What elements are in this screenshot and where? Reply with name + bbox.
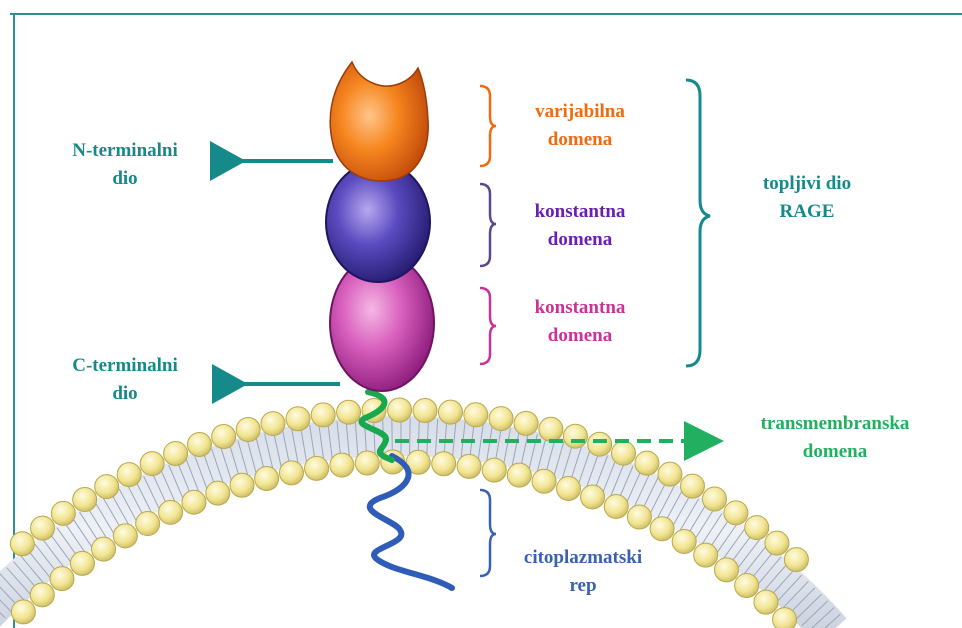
lipid-head-outer <box>765 531 789 555</box>
constant-domain-2-label: konstantna domena <box>500 294 660 350</box>
lipid-head-inner <box>159 500 183 524</box>
lipid-head-inner <box>182 490 206 514</box>
lipid-head-outer <box>784 548 808 572</box>
variable-domain-shape <box>330 62 428 181</box>
lipid-head-outer <box>212 424 236 448</box>
cytoplasmic-tail-chain <box>370 456 452 588</box>
lipid-head-outer <box>588 432 612 456</box>
lipid-head-outer <box>413 399 437 423</box>
lipid-head-outer <box>31 516 55 540</box>
variable-domain-label: varijabilna domena <box>500 98 660 154</box>
constant-domain-1-brace <box>480 184 496 266</box>
lipid-head-inner <box>136 512 160 536</box>
n-terminal-label: N-terminalni dio <box>40 137 210 193</box>
lipid-head-inner <box>532 469 556 493</box>
lipid-head-inner <box>694 543 718 567</box>
lipid-head-inner <box>556 477 580 501</box>
lipid-head-inner <box>650 517 674 541</box>
lipid-head-inner <box>355 451 379 475</box>
lipid-head-inner <box>70 551 94 575</box>
lipid-head-outer <box>95 475 119 499</box>
lipid-bilayer-membrane <box>0 398 847 628</box>
lipid-head-outer <box>236 418 260 442</box>
lipid-head-inner <box>305 456 329 480</box>
c-terminal-label: C-terminalni dio <box>40 352 210 408</box>
lipid-head-outer <box>489 407 513 431</box>
lipid-head-inner <box>457 454 481 478</box>
lipid-head-outer <box>658 462 682 486</box>
lipid-tail <box>410 418 411 454</box>
lipid-head-outer <box>117 463 141 487</box>
lipid-head-outer <box>438 400 462 424</box>
lipid-head-inner <box>604 494 628 518</box>
lipid-head-inner <box>11 600 35 624</box>
lipid-head-inner <box>230 473 254 497</box>
lipid-head-outer <box>702 487 726 511</box>
lipid-head-outer <box>724 501 748 525</box>
lipid-head-outer <box>261 412 285 436</box>
lipid-head-inner <box>92 537 116 561</box>
lipid-head-outer <box>286 407 310 431</box>
lipid-head-inner <box>627 505 651 529</box>
constant-domain-1-label: konstantna domena <box>500 198 660 254</box>
lipid-head-inner <box>255 466 279 490</box>
lipid-head-inner <box>773 608 797 628</box>
lipid-head-outer <box>680 474 704 498</box>
lipid-head-inner <box>482 458 506 482</box>
constant-domain-2-brace <box>480 288 496 364</box>
lipid-head-outer <box>164 442 188 466</box>
variable-domain-brace <box>480 86 496 166</box>
lipid-head-outer <box>388 398 412 422</box>
lipid-head-inner <box>330 453 354 477</box>
lipid-head-inner <box>581 485 605 509</box>
lipid-head-inner <box>50 567 74 591</box>
transmembrane-label: transmembranska domena <box>730 410 940 466</box>
lipid-head-outer <box>635 451 659 475</box>
lipid-head-outer <box>51 501 75 525</box>
lipid-head-outer <box>73 488 97 512</box>
lipid-head-outer <box>514 411 538 435</box>
lipid-head-inner <box>754 590 778 614</box>
lipid-head-inner <box>206 481 230 505</box>
soluble-rage-label: topljivi dio RAGE <box>722 170 892 226</box>
lipid-head-outer <box>311 403 335 427</box>
lipid-head-outer <box>563 424 587 448</box>
lipid-head-inner <box>279 461 303 485</box>
lipid-head-outer <box>140 452 164 476</box>
lipid-head-outer <box>464 403 488 427</box>
lipid-head-outer <box>745 516 769 540</box>
lipid-head-inner <box>113 524 137 548</box>
lipid-head-inner <box>432 452 456 476</box>
lipid-head-outer <box>187 433 211 457</box>
lipid-head-inner <box>672 529 696 553</box>
cytoplasmic-tail-brace <box>480 490 496 576</box>
lipid-head-outer <box>10 532 34 556</box>
cytoplasmic-tail-label: citoplazmatski rep <box>498 544 668 600</box>
lipid-head-outer <box>612 441 636 465</box>
lipid-head-inner <box>735 574 759 598</box>
soluble-rage-brace <box>686 80 710 366</box>
lipid-head-inner <box>714 558 738 582</box>
lipid-head-outer <box>539 417 563 441</box>
lipid-head-outer <box>337 400 361 424</box>
lipid-head-inner <box>30 583 54 607</box>
lipid-head-inner <box>507 463 531 487</box>
